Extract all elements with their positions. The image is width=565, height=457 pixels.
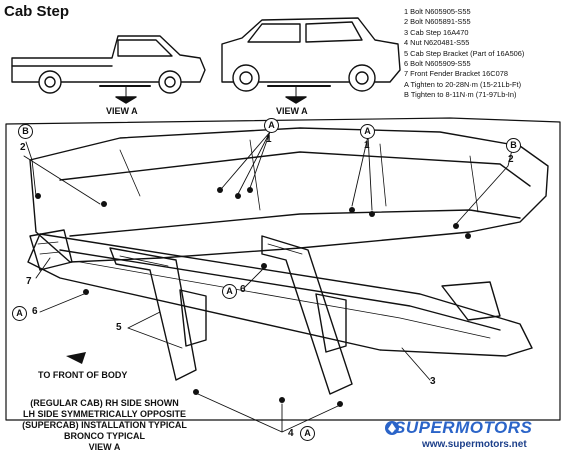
label-1-top: 1: [266, 134, 272, 145]
front-arrow-icon: [66, 352, 86, 364]
rocker-panel: [29, 127, 549, 263]
view-a-label-bronco: VIEW A: [276, 106, 308, 116]
view-a-label-pickup: VIEW A: [106, 106, 138, 116]
label-4: 4: [288, 428, 294, 439]
label-2-left: 2: [20, 142, 26, 153]
legend-item: 3 Cab Step 16A470: [404, 27, 469, 37]
installation-note: (REGULAR CAB) RH SIDE SHOWN LH SIDE SYMM…: [12, 398, 197, 453]
label-7: 7: [26, 276, 32, 287]
legend-item: B Tighten to 8-11N·m (71-97Lb-In): [404, 90, 517, 100]
parts-legend: 1 Bolt N605905-S55 2 Bolt N605891-S55 3 …: [404, 7, 564, 101]
pickup-truck-illustration: [11, 35, 206, 98]
page-title: Cab Step: [4, 3, 70, 20]
bronco-illustration: [221, 17, 401, 98]
watermark: SUPERMOTORS www.supermotors.net: [384, 418, 564, 454]
rear-bracket: [441, 281, 501, 321]
legend-item: 6 Bolt N605909-S55: [404, 59, 471, 69]
note-line: (SUPERCAB) INSTALLATION TYPICAL: [22, 420, 187, 430]
step-bracket-right: [261, 235, 353, 395]
callout-a-top-right: A: [360, 124, 375, 139]
view-a-frame: [5, 117, 561, 421]
callout-a-left: A: [12, 306, 27, 321]
note-line: BRONCO TYPICAL: [64, 431, 145, 441]
callout-a-top-mid: A: [264, 118, 279, 133]
note-line: LH SIDE SYMMETRICALLY OPPOSITE: [22, 409, 187, 419]
legend-item: 7 Front Fender Bracket 16C078: [404, 69, 508, 79]
callout-a-bottom: A: [300, 426, 315, 441]
label-6-left: 6: [32, 306, 38, 317]
step-bracket-left: [109, 247, 207, 381]
note-line: VIEW A: [88, 442, 121, 452]
legend-item: 5 Cab Step Bracket (Part of 16A506): [404, 48, 525, 58]
front-fender-bracket: [29, 229, 73, 271]
callout-b-right: B: [506, 138, 521, 153]
label-5: 5: [116, 322, 122, 333]
front-of-body-label: TO FRONT OF BODY: [38, 370, 128, 380]
supermotors-logo-icon: [385, 421, 399, 435]
note-line: (REGULAR CAB) RH SIDE SHOWN: [30, 398, 179, 408]
watermark-url: www.supermotors.net: [422, 439, 527, 450]
callout-a-mid: A: [222, 284, 237, 299]
label-6-mid: 6: [240, 284, 246, 295]
label-3: 3: [430, 376, 436, 387]
legend-item: A Tighten to 20-28N·m (15-21Lb-Ft): [404, 79, 522, 89]
cab-step-bar: [27, 233, 533, 357]
legend-item: 1 Bolt N605905-S55: [404, 7, 471, 16]
legend-item: 2 Bolt N605891-S55: [404, 17, 471, 27]
watermark-brand: SUPERMOTORS: [394, 418, 533, 437]
legend-item: 4 Nut N620481-S55: [404, 38, 470, 48]
callout-b-left: B: [18, 124, 33, 139]
label-2-right: 2: [508, 154, 514, 165]
label-1-right: 1: [364, 140, 370, 151]
